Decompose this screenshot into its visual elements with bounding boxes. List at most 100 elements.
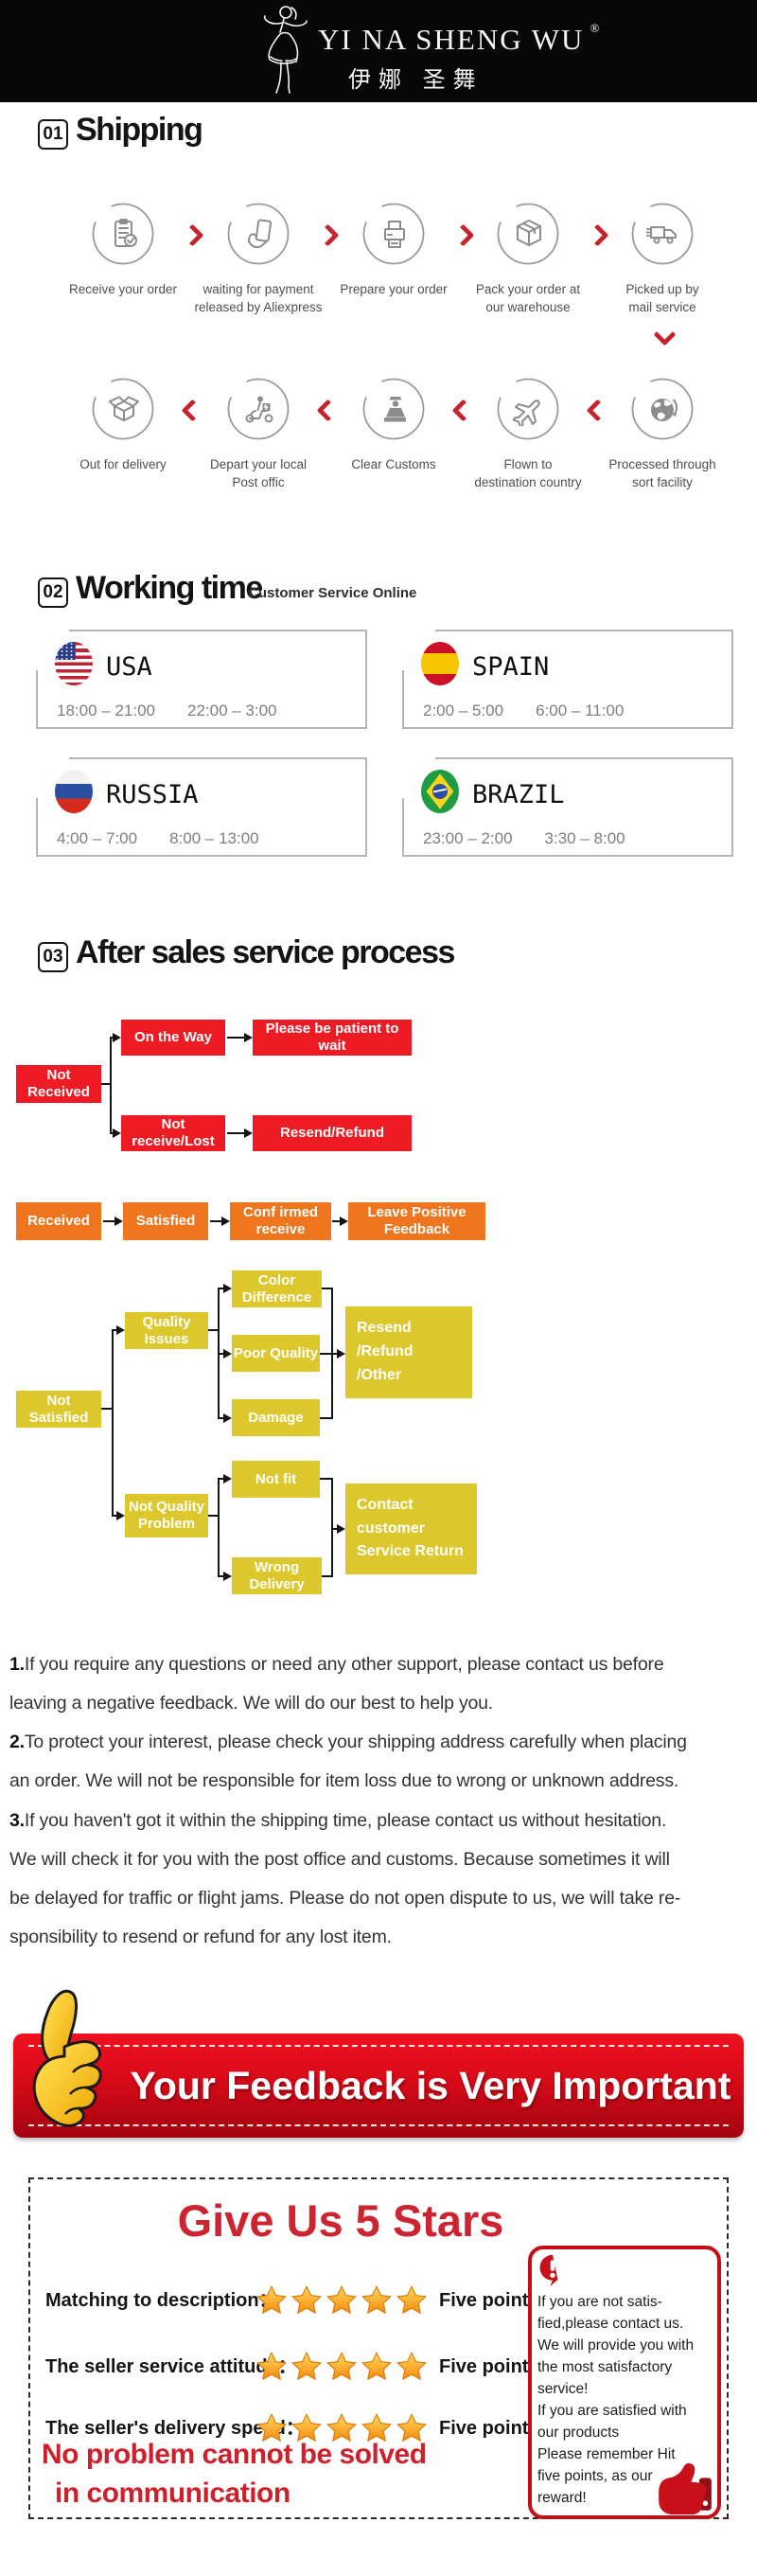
five-stars-title: Give Us 5 Stars	[177, 2195, 504, 2246]
flow-arrowhead	[223, 1412, 232, 1423]
star-icon	[291, 2412, 322, 2443]
chevron-down-icon	[653, 323, 677, 346]
flow-connector	[227, 1037, 244, 1039]
flow-connector	[101, 1408, 113, 1410]
notice-line: service!	[537, 2381, 589, 2397]
notice-line: reward!	[537, 2490, 587, 2506]
chevron-right-icon	[451, 223, 475, 247]
chevron-left-icon	[181, 399, 204, 422]
exclamation-bubble-icon	[539, 2254, 558, 2287]
flow-connector	[208, 1329, 220, 1331]
flow-arrowhead	[223, 1571, 232, 1581]
feedback-banner	[13, 2034, 744, 2138]
chevron-left-icon	[316, 399, 340, 422]
section-subtitle-working-time: Customer Service Online	[248, 585, 417, 601]
flow-box-resend-refund-other: Resend /Refund /Other	[345, 1306, 472, 1398]
flow-arrowhead	[223, 1473, 232, 1483]
flow-arrowhead	[223, 1283, 232, 1293]
flow-connector	[332, 1220, 340, 1222]
step-label: Prepare your order	[340, 282, 448, 296]
rating-stars	[255, 2409, 428, 2447]
step-label: Clear Customs	[351, 457, 436, 471]
note-1: 1.If you require any questions or need a…	[9, 1654, 664, 1714]
notice-line: the most satisfactory	[537, 2359, 673, 2375]
flow-connector	[110, 1037, 112, 1132]
red-thumbs-up-icon	[659, 2462, 712, 2514]
flow-connector	[218, 1478, 223, 1480]
flow-box-contact-return: Contact customer Service Return	[345, 1483, 477, 1574]
notice-line: If you are satisfied with	[537, 2403, 687, 2419]
flow-connector	[331, 1478, 333, 1577]
flow-arrowhead	[221, 1216, 230, 1226]
country-name: USA	[106, 652, 152, 682]
rating-label-service: The seller service attitude：	[45, 2356, 297, 2377]
flow-connector	[218, 1417, 223, 1419]
rating-stars	[255, 2282, 428, 2319]
flow-connector	[218, 1353, 223, 1355]
flow-connector	[331, 1353, 337, 1355]
flow-box-satisfied: Satisfied	[123, 1202, 208, 1240]
flow-box-confirmed-receive: Conf irmed receive	[230, 1202, 331, 1240]
note-2: 2.To protect your interest, please check…	[9, 1732, 687, 1791]
flow-box-not-satisfied: Not Satisfied	[16, 1391, 101, 1428]
chevron-right-icon	[316, 223, 340, 247]
star-icon	[361, 2284, 392, 2315]
brand-name: YI NA SHENG WU®	[318, 21, 602, 56]
notice-line: our products	[537, 2425, 620, 2441]
notice-line: fied,please contact us.	[537, 2316, 684, 2332]
flow-connector	[112, 1515, 116, 1517]
step-circle	[497, 203, 559, 265]
notice-line: We will provide you with	[537, 2337, 695, 2354]
star-icon	[256, 2284, 287, 2315]
flow-arrowhead	[116, 1510, 125, 1520]
registered-mark: ®	[590, 21, 602, 35]
dancer-logo-icon	[263, 6, 308, 94]
step-circle	[497, 378, 559, 440]
flow-arrowhead	[113, 1128, 121, 1138]
flow-connector	[110, 1037, 114, 1039]
flow-arrowhead	[113, 1032, 121, 1042]
star-icon	[326, 2284, 357, 2315]
flow-connector	[218, 1575, 223, 1577]
flow-connector	[218, 1288, 223, 1289]
thumbs-up-icon	[32, 1989, 102, 2127]
star-icon	[256, 2351, 287, 2381]
flow-arrowhead	[116, 1324, 125, 1335]
rating-points: Five points	[439, 2418, 539, 2439]
star-icon	[326, 2412, 357, 2443]
flow-arrowhead	[244, 1032, 253, 1042]
rating-points: Five points	[439, 2356, 539, 2377]
chevron-left-icon	[586, 399, 609, 422]
step-circle	[227, 203, 290, 265]
step-circle	[227, 378, 290, 440]
rating-points: Five points	[439, 2290, 539, 2311]
rating-label-description: Matching to description：	[45, 2290, 278, 2311]
notice-line: If you are not satis-	[537, 2294, 662, 2310]
hand-card-icon	[248, 219, 273, 249]
step-label: Out for delivery	[79, 457, 167, 471]
flow-box-wrong-delivery: Wrong Delivery	[232, 1557, 322, 1594]
star-icon	[326, 2351, 357, 2381]
flow-box-on-the-way: On the Way	[121, 1020, 225, 1056]
notice-line: five points, as our	[537, 2468, 653, 2484]
brand-name-chinese: 伊娜 圣舞	[348, 67, 484, 93]
customs-officer-icon	[384, 397, 406, 422]
flow-connector	[227, 1132, 244, 1134]
flow-box-be-patient: Please be patient to wait	[253, 1020, 412, 1056]
flow-connector	[331, 1528, 337, 1530]
section-number-working-time: 02	[38, 577, 68, 608]
usa-flag-icon	[55, 642, 93, 685]
star-icon	[291, 2351, 322, 2381]
step-circle	[631, 378, 694, 440]
country-name: BRAZIL	[472, 780, 565, 809]
globe-icon	[651, 399, 678, 421]
note-3: 3.If you haven't got it within the shipp…	[9, 1810, 681, 1947]
flow-connector	[210, 1220, 221, 1222]
